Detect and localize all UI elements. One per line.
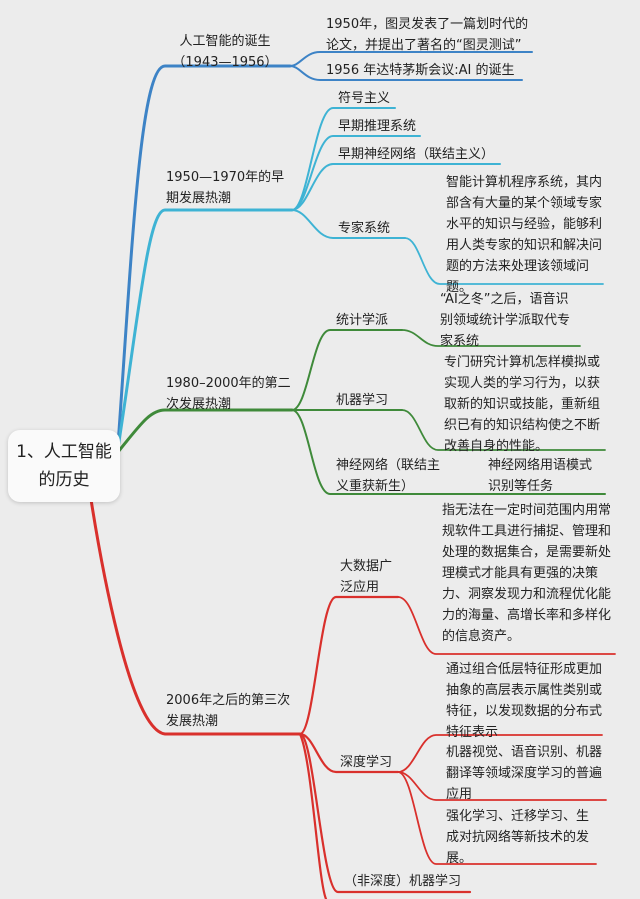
branch-2-item-expert[interactable]: 专家系统 bbox=[338, 221, 391, 236]
branch-3-statistics-desc: “AI之冬”之后，语音识别领域统计学派取代专家系统 bbox=[440, 292, 571, 349]
branch-4-dl-desc-applications: 机器视觉、语音识别、机器翻译等领域深度学习的普遍应用 bbox=[446, 745, 603, 802]
branch-3-title[interactable]: 1980–2000年的第二次发展热潮 bbox=[166, 376, 291, 412]
branch-red-lines bbox=[86, 478, 616, 899]
branch-2-item-neural[interactable]: 早期神经网络（联结主义） bbox=[338, 147, 495, 162]
branch-2-title[interactable]: 1950—1970年的早期发展热潮 bbox=[166, 170, 285, 206]
branch-4-item-deep-learning[interactable]: 深度学习 bbox=[340, 755, 393, 770]
branch-cyan-lines bbox=[116, 107, 604, 450]
branch-green-lines bbox=[116, 329, 606, 495]
branch-4-item-bigdata[interactable]: 大数据广泛应用 bbox=[340, 559, 393, 595]
branch-1-title[interactable]: 人工智能的诞生 （1943—1956） bbox=[172, 34, 278, 70]
branch-3-ml-desc: 专门研究计算机怎样模拟或实现人类的学习行为，以获取新的知识或技能，重新组织已有的… bbox=[444, 355, 601, 454]
branch-1-item-dartmouth[interactable]: 1956 年达特茅斯会议:AI 的诞生 bbox=[326, 63, 515, 78]
branch-2-expert-desc: 智能计算机程序系统，其内部含有大量的某个领域专家水平的知识与经验，能够利用人类专… bbox=[446, 175, 603, 295]
root-node[interactable] bbox=[8, 430, 120, 502]
branch-blue-lines bbox=[116, 51, 533, 447]
branch-2-item-symbolism[interactable]: 符号主义 bbox=[338, 91, 391, 106]
branch-4-bigdata-desc: 指无法在一定时间范围内用常规软件工具进行捕捉、管理和处理的数据集合，是需要新处理… bbox=[442, 503, 612, 644]
branch-1-item-turing[interactable]: 1950年，图灵发表了一篇划时代的论文，并提出了著名的“图灵测试” bbox=[326, 17, 529, 53]
branch-4-item-non-deep-ml[interactable]: （非深度）机器学习 bbox=[344, 874, 462, 889]
branch-3-item-neural[interactable]: 神经网络（联结主义重获新生） bbox=[336, 458, 441, 494]
branch-4-title[interactable]: 2006年之后的第三次发展热潮 bbox=[166, 693, 291, 729]
root-label: 1、人工智能的历史 bbox=[16, 442, 112, 490]
branch-4-dl-desc-features: 通过组合低层特征形成更加抽象的高层表示属性类别或特征，以发现数据的分布式特征表示 bbox=[446, 662, 603, 740]
branch-4-dl-desc-new-tech: 强化学习、迁移学习、生成对抗网络等新技术的发展。 bbox=[446, 809, 590, 866]
branch-3-item-ml[interactable]: 机器学习 bbox=[336, 393, 389, 408]
branch-3-neural-desc: 神经网络用语模式识别等任务 bbox=[488, 458, 593, 494]
branch-2-item-reasoning[interactable]: 早期推理系统 bbox=[338, 119, 417, 134]
branch-3-item-statistics[interactable]: 统计学派 bbox=[336, 313, 389, 328]
